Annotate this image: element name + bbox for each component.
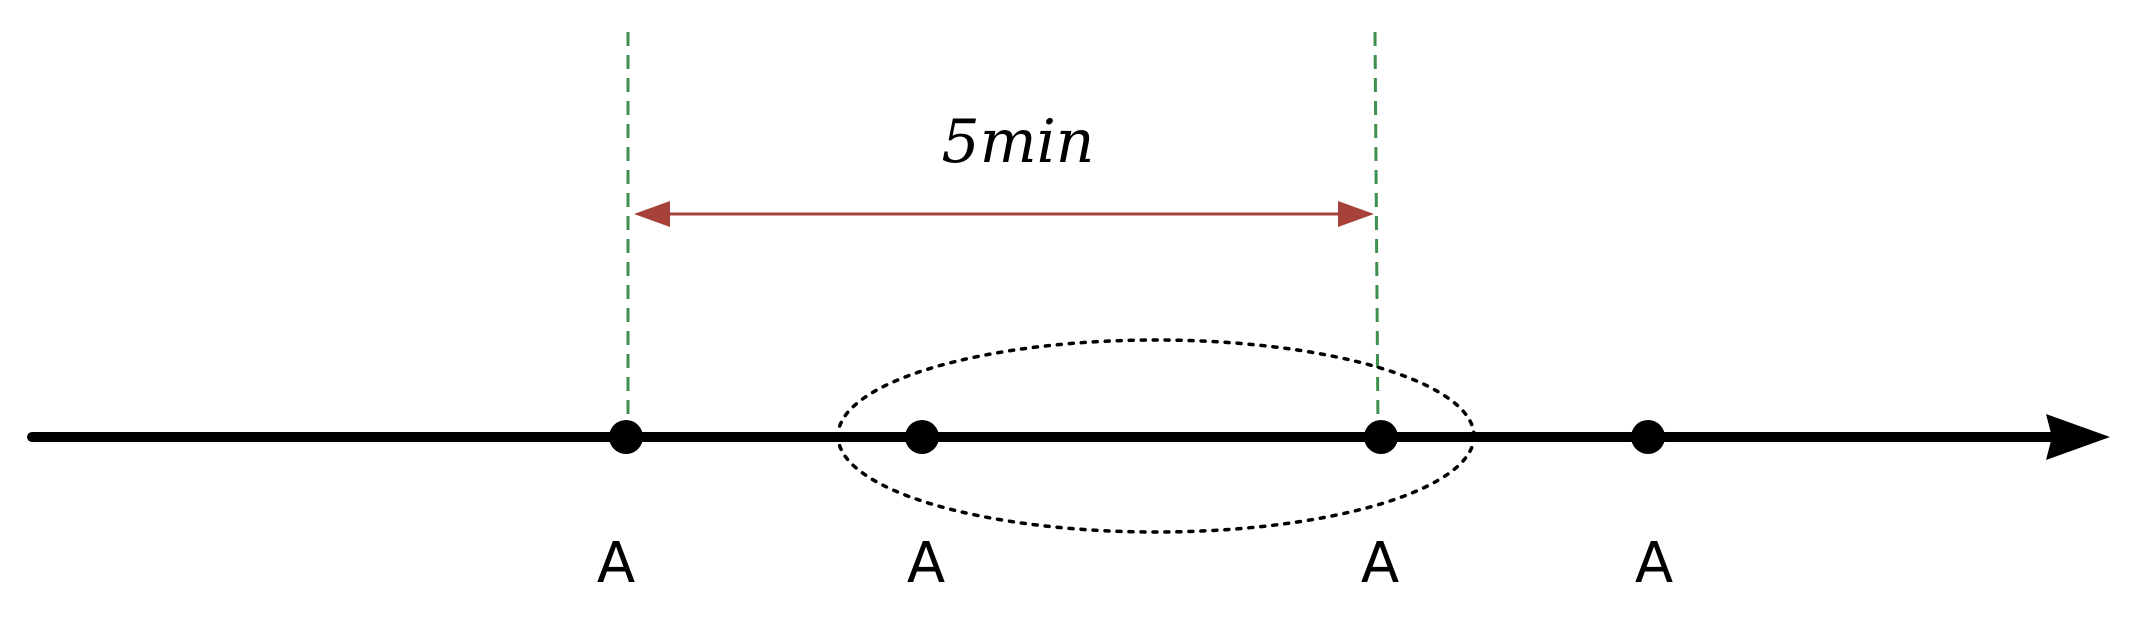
event-label: A	[1635, 531, 1673, 596]
event-label: A	[1361, 531, 1399, 596]
interval-arrow-right-head	[1338, 201, 1374, 227]
event-dot	[1631, 420, 1665, 454]
interval-arrow-left-head	[634, 201, 670, 227]
time-axis-arrowhead	[2046, 414, 2110, 460]
event-label: A	[907, 531, 945, 596]
event-dot	[609, 420, 643, 454]
right-guide-line	[1373, 31, 1380, 431]
interval-label: 5min	[942, 107, 1095, 177]
event-label: A	[597, 531, 635, 596]
event-dot	[905, 420, 939, 454]
event-dot	[1364, 420, 1398, 454]
